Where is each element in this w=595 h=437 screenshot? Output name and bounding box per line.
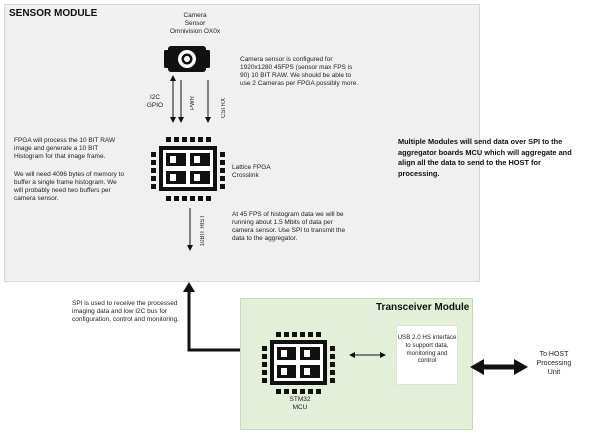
fpga-label-line-1: Lattice FPGA (232, 164, 271, 171)
mcu-label-line-2: MCU (292, 404, 308, 411)
mcu-chip-icon (262, 332, 335, 394)
mcu-label-line-1: STM32 (289, 396, 311, 403)
fpga-label: Lattice FPGA Crosslink (232, 164, 292, 180)
transceiver-module-title: Transceiver Module (376, 302, 470, 313)
spi-arrow-head (183, 282, 195, 292)
usb-note: USB 2.0 HS interface to support data, mo… (397, 334, 457, 365)
fpga-chip-icon (151, 137, 225, 201)
spi-note: SPI is used to receive the processed ima… (72, 300, 179, 323)
spi-connection-line (187, 288, 240, 352)
host-double-arrow (470, 359, 528, 375)
i2c-gpio-label: I2C GPIO (144, 94, 166, 110)
host-label-line-1: To HOST (539, 351, 569, 358)
fpga-note-memory: We will need 4096 bytes of memory to buf… (14, 171, 125, 202)
hist-note: At 45 FPS of histogram data we will be r… (232, 211, 346, 242)
i2c-label: I2C (149, 94, 161, 101)
host-label: To HOST Processing Unit (526, 350, 582, 377)
camera-label-line-1: Camera (183, 12, 207, 19)
sensor-module-box (4, 4, 480, 282)
camera-note: Camera sensor is configured for 1920x128… (240, 56, 359, 87)
aggregation-note: Multiple Modules will send data over SPI… (398, 137, 572, 178)
camera-label-line-3: Omnivision OX0x (169, 28, 221, 35)
mcu-label: STM32 MCU (280, 396, 320, 412)
camera-label-line-2: Sensor (184, 20, 206, 27)
gpio-label: GPIO (146, 102, 164, 109)
usb-interface-box: USB 2.0 HS interface to support data, mo… (396, 325, 458, 385)
fpga-note-processing: FPGA will process the 10 BIT RAW image a… (14, 137, 116, 160)
host-label-line-3: Unit (547, 369, 561, 376)
camera-icon (164, 46, 210, 72)
host-label-line-2: Processing (536, 360, 572, 367)
camera-label: Camera Sensor Omnivision OX0x (160, 12, 230, 36)
fpga-label-line-2: Crosslink (232, 172, 259, 179)
sensor-module-title: SENSOR MODULE (9, 8, 98, 19)
